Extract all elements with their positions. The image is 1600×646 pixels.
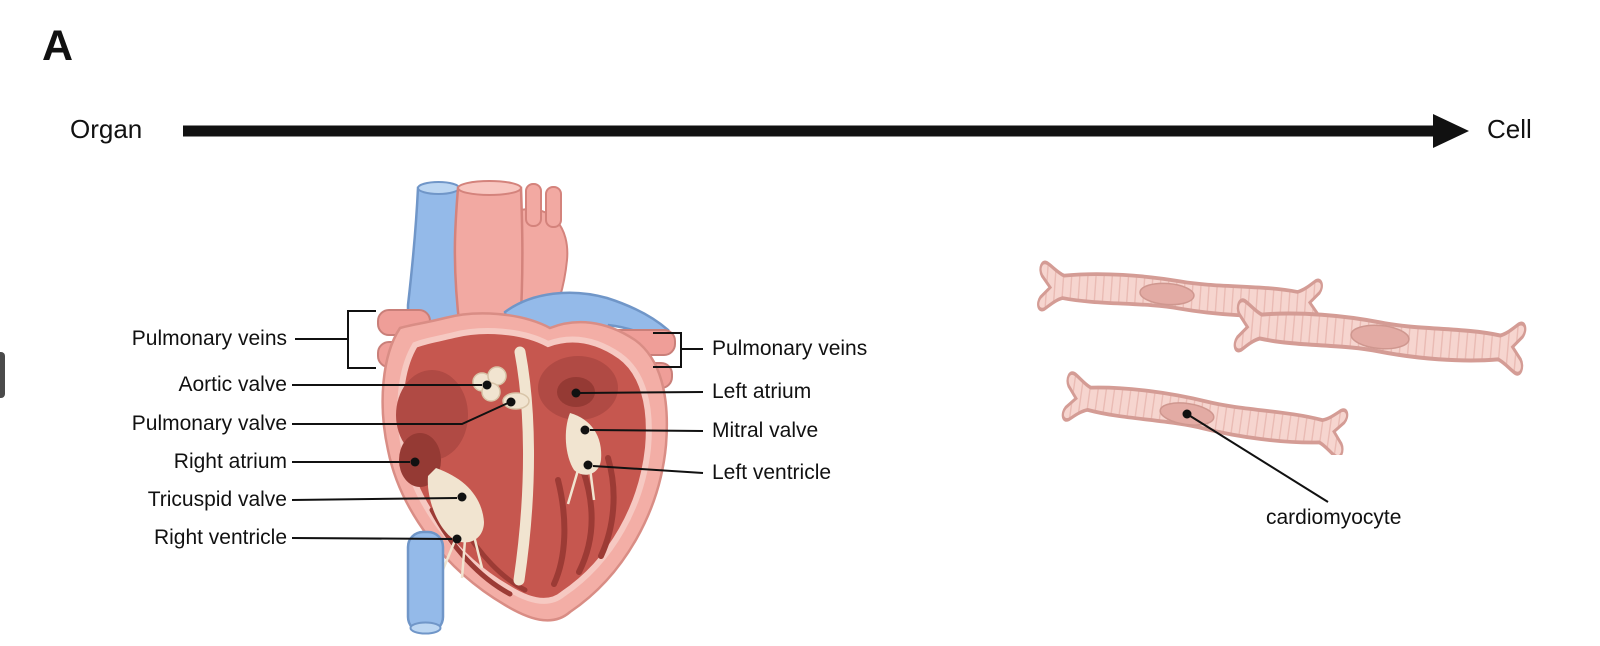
- label-pulmonary-veins-right: Pulmonary veins: [712, 337, 868, 360]
- label-right-atrium: Right atrium: [173, 450, 287, 473]
- right-veins-bracket: [653, 332, 682, 368]
- label-aortic-valve: Aortic valve: [178, 373, 287, 396]
- leader-lines: [291, 310, 1329, 540]
- left-ventricle-graphic: [551, 455, 617, 587]
- label-left-ventricle: Left ventricle: [712, 461, 832, 484]
- heart-illustration: [377, 180, 676, 635]
- cell-nucleus: [1139, 282, 1195, 306]
- label-right-ventricle: Right ventricle: [153, 526, 287, 549]
- panel-letter: A: [42, 22, 74, 70]
- axis-label-organ: Organ: [70, 114, 143, 144]
- left-veins-bracket: [347, 310, 376, 369]
- label-left-atrium: Left atrium: [712, 380, 812, 403]
- tricuspid-valve-graphic: [427, 468, 484, 543]
- label-pulmonary-veins-left: Pulmonary veins: [131, 327, 287, 350]
- cell-nucleus: [1350, 324, 1410, 350]
- septum: [513, 346, 534, 586]
- label-pulmonary-valve: Pulmonary valve: [131, 412, 287, 435]
- cardiomyocyte-illustration: [1035, 259, 1528, 455]
- label-mitral-valve: Mitral valve: [712, 419, 819, 442]
- left-edge-artifact: [0, 352, 5, 398]
- leader-dots: [410, 380, 1192, 544]
- organ-to-cell-arrow: [183, 114, 1469, 148]
- label-tricuspid-valve: Tricuspid valve: [147, 488, 287, 511]
- axis-label-cell: Cell: [1487, 114, 1532, 144]
- label-cardiomyocyte: cardiomyocyte: [1266, 506, 1402, 529]
- mitral-valve-graphic: [565, 413, 602, 475]
